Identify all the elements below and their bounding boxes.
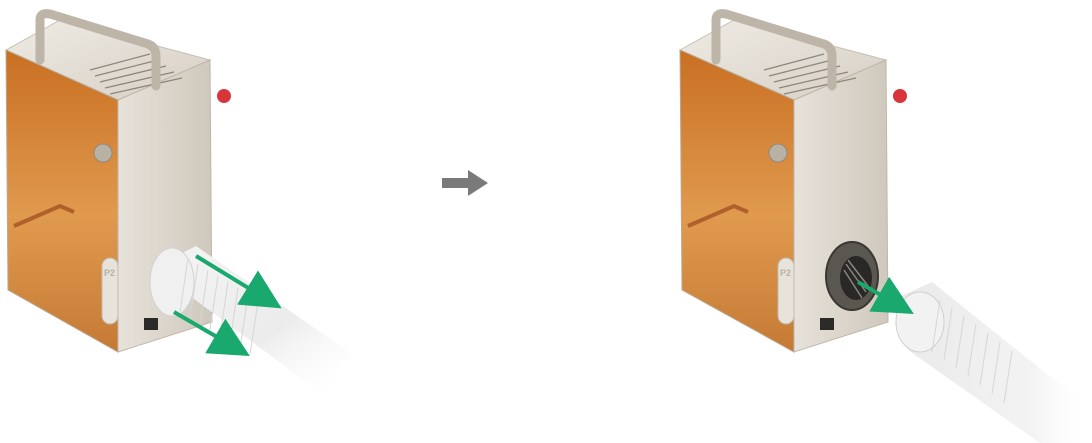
side-knob-icon-after: [769, 144, 787, 162]
model-mark-before: P2: [104, 268, 115, 278]
device-before-image: P2: [0, 0, 560, 443]
exhaust-port-icon: [826, 242, 878, 310]
power-knob-icon-after: [893, 89, 907, 103]
rocker-switch-icon-after: [820, 318, 834, 330]
next-step-arrow-icon: [440, 168, 490, 198]
exhaust-hose-detached: [892, 282, 1092, 443]
side-knob-icon-before: [94, 144, 112, 162]
device-after-image: P2: [540, 0, 1092, 443]
model-mark-after: P2: [780, 268, 791, 278]
rocker-switch-icon-before: [144, 318, 158, 330]
power-knob-icon-before: [217, 89, 231, 103]
